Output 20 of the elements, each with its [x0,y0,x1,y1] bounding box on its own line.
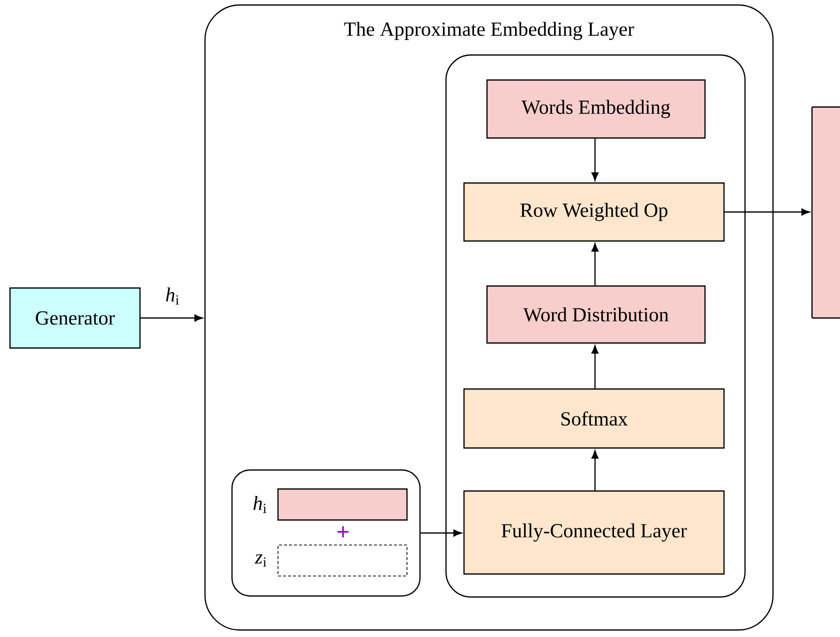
arrow [140,314,203,322]
embedding-box: Words Embedding [486,79,706,139]
layer-box: Fully-Connected Layer [463,490,725,575]
output-box [811,106,840,319]
arrow [592,138,599,181]
edge-label: h$_{i}$ [166,288,179,304]
operation-box: Row Weighted Op [463,182,725,242]
distribution-box: Word Distribution [486,285,706,344]
arrow [592,345,599,388]
arrow [592,243,599,286]
softmax-box: Softmax [463,388,725,449]
node-label: h$_{i}$ [253,496,266,513]
vector-bar: z$_{i}$ [254,544,408,576]
plus-sign: + [337,526,349,538]
node-label: z$_{i}$ [254,554,266,567]
arrow [592,450,599,490]
generator-box: Generator [9,287,141,349]
vector-bar: h$_{i}$ [253,488,408,521]
arrow [724,208,810,216]
arrow [420,529,462,537]
